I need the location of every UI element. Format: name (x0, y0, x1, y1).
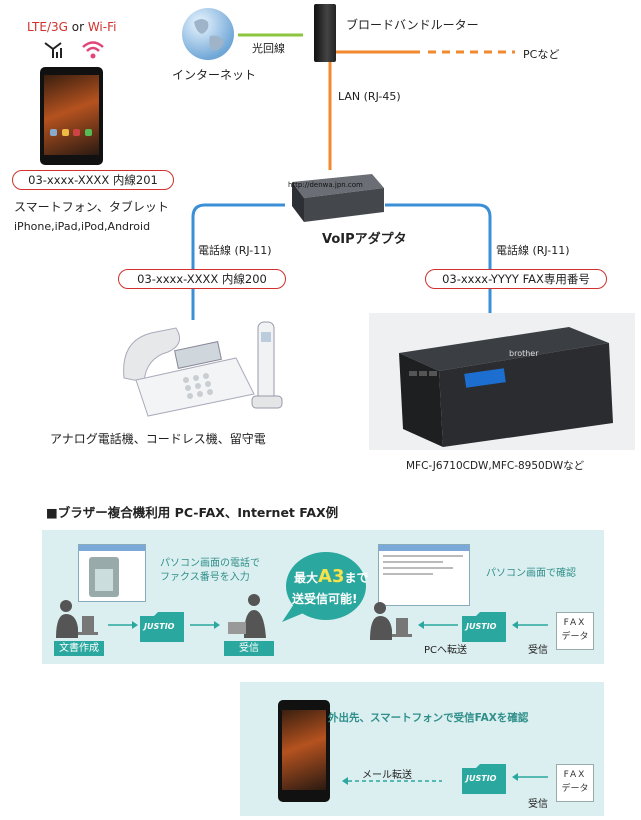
justio-folder-icon: JUSTIO (462, 764, 506, 794)
bubble-line1: 最大A3まで (294, 566, 369, 587)
arrow-left-icon (418, 621, 458, 629)
receive-label-2: 受信 (528, 799, 548, 810)
a3-bubble: 最大A3まで 送受信可能! (280, 550, 369, 626)
fax-box-sub: データ (561, 632, 589, 642)
router-image (314, 4, 336, 62)
mail-forward-label: メール転送 (362, 770, 412, 781)
left-line-label: 電話線 (RJ-11) (198, 244, 272, 257)
arrow-icon (190, 621, 220, 629)
wifi-label: Wi-Fi (87, 20, 117, 34)
router-label: ブロードバンドルーター (346, 18, 479, 32)
person-computer-icon (370, 602, 412, 640)
bubble-max: 最大 (294, 571, 319, 585)
pc-note-left-1: パソコン画面の電話で (160, 558, 260, 569)
or-label: or (67, 20, 88, 34)
fax-box-title: FAX (563, 618, 587, 628)
globe-icon (182, 8, 234, 60)
fax-data-box: FAX データ (556, 612, 594, 650)
wifi-icon (82, 41, 104, 59)
printer-caption: MFC-J6710CDW,MFC-8950DWなど (406, 460, 585, 472)
arrow-left-icon (512, 773, 548, 781)
tag-doc-create: 文書作成 (54, 641, 104, 656)
voip-adapter-label: VoIPアダプタ (322, 232, 407, 247)
justio-folder-icon: JUSTIO (140, 612, 184, 642)
voip-adapter-image: http://denwa.jpn.com (282, 170, 386, 226)
left-branch-line (191, 203, 285, 320)
adapter-url: http://denwa.jpn.com (288, 181, 363, 189)
bubble-made: まで (344, 571, 369, 585)
tag-receive: 受信 (224, 641, 274, 656)
folder-label-3: JUSTIO (466, 774, 497, 783)
mobile-note: 外出先、スマートフォンで受信FAXを確認 (328, 712, 529, 724)
smartphone-image (40, 67, 103, 165)
pc-screen-right (378, 544, 470, 606)
pc-forward-label: PCへ転送 (424, 645, 468, 656)
fax-number: 03-xxxx-YYYY FAX専用番号 (425, 269, 607, 289)
right-branch-line (385, 203, 492, 320)
internet-label: インターネット (172, 68, 257, 82)
lte-wifi-label: LTE/3G or Wi-Fi (27, 20, 116, 34)
pc-label: PCなど (523, 48, 560, 61)
person-computer-icon (56, 600, 98, 638)
smartphone-number: 03-xxxx-XXXX 内線201 (12, 170, 174, 190)
smartphone-image (278, 700, 330, 802)
right-line-label: 電話線 (RJ-11) (496, 244, 570, 257)
signal-icon (44, 42, 62, 58)
justio-folder-icon: JUSTIO (462, 612, 506, 642)
analog-number: 03-xxxx-XXXX 内線200 (118, 269, 286, 289)
arrow-left-icon (512, 621, 548, 629)
arrow-icon (108, 621, 138, 629)
smartphone-models: iPhone,iPad,iPod,Android (14, 220, 151, 233)
connection-lines (191, 33, 515, 320)
folder-label-2: JUSTIO (466, 622, 497, 631)
printer-image: brother (369, 313, 635, 450)
pc-screen-left (78, 544, 146, 602)
bubble-a3: A3 (318, 566, 345, 587)
analog-caption: アナログ電話機、コードレス機、留守電 (50, 432, 266, 446)
fax-data-box: FAX データ (556, 764, 594, 802)
bubble-line2: 送受信可能! (292, 592, 358, 606)
lte-label: LTE/3G (27, 20, 68, 34)
printer-brand: brother (509, 349, 539, 358)
lan-label: LAN (RJ-45) (338, 90, 401, 103)
folder-label-1: JUSTIO (144, 622, 175, 631)
fax-box-sub-2: データ (561, 784, 589, 794)
fiber-label: 光回線 (252, 42, 285, 55)
arrow-left-icon (342, 777, 442, 785)
pc-note-left-2: ファクス番号を入力 (160, 572, 250, 583)
pc-note-right: パソコン画面で確認 (486, 568, 576, 579)
person-fax-icon (228, 594, 266, 638)
section-heading: ■ブラザー複合機利用 PC-FAX、Internet FAX例 (46, 505, 339, 520)
analog-phone-image (116, 318, 302, 418)
fax-box-title-2: FAX (563, 770, 587, 780)
smartphone-desc: スマートフォン、タブレット (14, 200, 169, 214)
receive-label-1: 受信 (528, 645, 548, 656)
